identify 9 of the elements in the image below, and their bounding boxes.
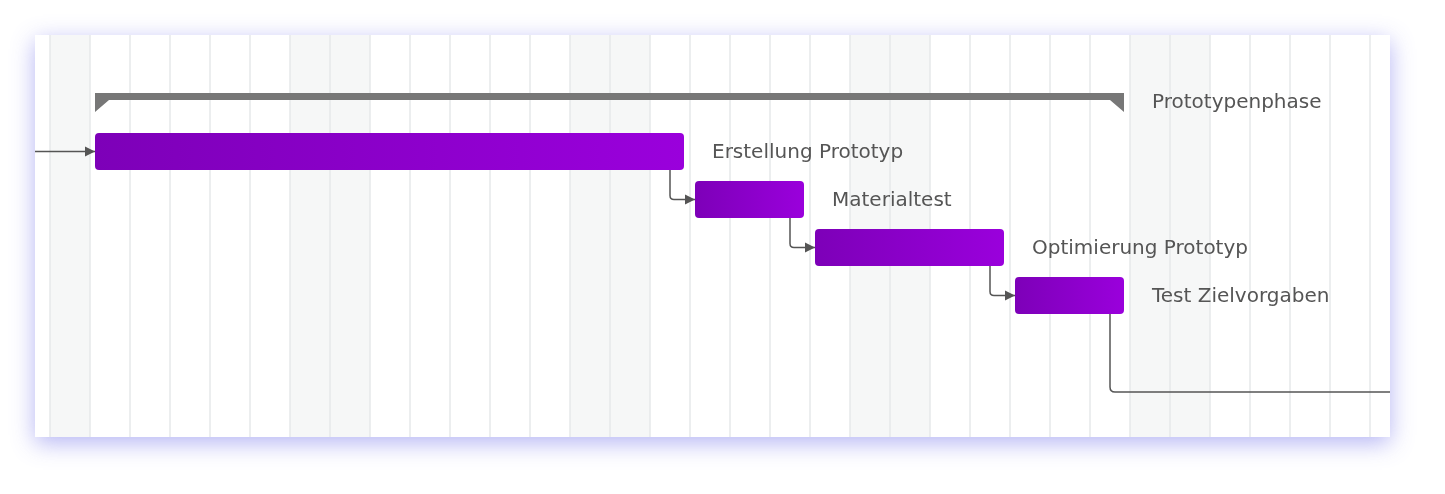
dependency-arrow [789,217,816,253]
dependency-arrow [669,169,696,205]
dependency-arrow [989,265,1016,301]
phase-label: Prototypenphase [1152,89,1322,113]
task-label: Test Zielvorgaben [1152,283,1330,307]
dependency-arrow [35,146,96,157]
task-label: Materialtest [832,187,952,211]
task-label: Erstellung Prototyp [712,139,904,163]
task-label: Optimierung Prototyp [1032,235,1248,259]
